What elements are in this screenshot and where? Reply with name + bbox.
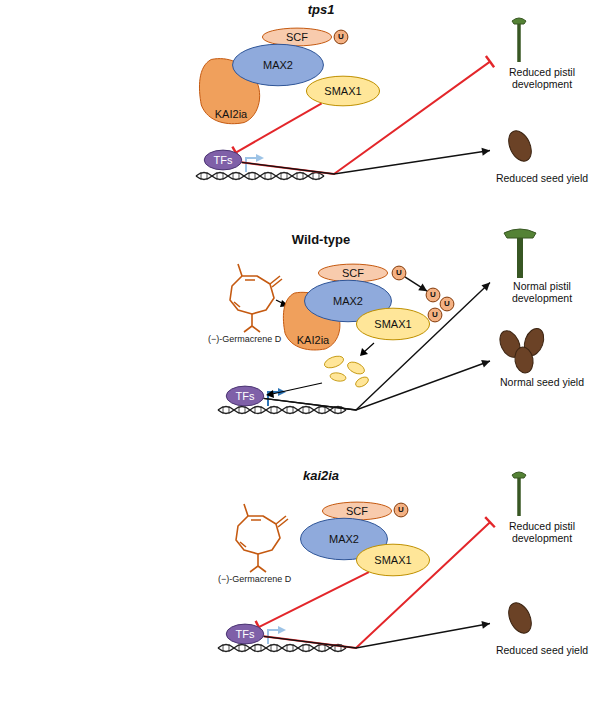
ubiquitin-tag: U — [392, 266, 406, 280]
transcription-factor: TFs — [226, 624, 264, 644]
dna-helix — [196, 172, 324, 180]
scf-protein: SCF — [318, 264, 388, 282]
flower-kai2ia — [16, 489, 112, 696]
seed-outcome-label: Reduced seed yield — [490, 172, 594, 184]
smax1-repressor-label: SMAX1 — [374, 554, 411, 567]
max2-protein-label: MAX2 — [329, 533, 359, 546]
seed-outcome: Normal seed yield — [490, 322, 594, 393]
kai2ia-receptor-label: KAI2ia — [297, 334, 329, 347]
molecule-name: (−)-Germacrene D — [218, 574, 291, 584]
ubiquitin-tag-label: U — [396, 268, 402, 277]
max2-protein-label: MAX2 — [263, 59, 293, 72]
ubiquitin-tag-label: U — [398, 505, 404, 514]
molecule-name: (−)-Germacrene D — [208, 334, 281, 344]
genotype-title: Wild-type — [158, 233, 484, 248]
germacrene-molecule — [230, 264, 282, 332]
degradation-arrows — [266, 343, 374, 398]
transcription-factor: TFs — [226, 386, 264, 406]
cell-ellipse: tps1SCFUKAI2iaMAX2SMAX1TFs — [158, 20, 484, 220]
transcription-factor: TFs — [204, 150, 242, 170]
pistil-outcome-label: Reduced pistil development — [490, 520, 594, 544]
ubiquitin-tag-label: U — [444, 299, 450, 308]
ubiquitin-tag: U — [426, 288, 440, 302]
transcription-factor-label: TFs — [236, 390, 255, 403]
smax1-repressor-label: SMAX1 — [324, 85, 361, 98]
transcription-factor-label: TFs — [236, 628, 255, 641]
cell-ellipse-shape — [158, 250, 484, 462]
activation-arrow — [405, 277, 427, 291]
pistil-outcome-shape — [490, 226, 594, 280]
pistil-outcome: Normal pistil development — [490, 226, 594, 309]
scf-protein: SCF — [262, 28, 332, 46]
cell-ellipse: kai2iaSCFUMAX2SMAX1TFs — [158, 486, 484, 694]
pistil-outcome-label: Normal pistil development — [490, 280, 594, 304]
seed-outcome: Reduced seed yield — [490, 118, 594, 189]
seed-outcome-shape — [490, 118, 594, 172]
genotype-title: tps1 — [158, 3, 484, 18]
ubiquitin-tag: U — [428, 308, 442, 322]
seed-outcome: Reduced seed yield — [490, 590, 594, 661]
smax1-repressor: SMAX1 — [306, 76, 380, 106]
seed-outcome-shape — [490, 322, 594, 376]
scf-protein: SCF — [322, 502, 392, 520]
smax1-fragments — [323, 354, 370, 389]
pistil-outcome-label: Reduced pistil development — [490, 66, 594, 90]
inhibition-connector — [263, 517, 494, 648]
pistil-outcome: Reduced pistil development — [490, 466, 594, 549]
cell-ellipse: Wild-typeSCFUKAI2iaMAX2SMAX1UUUTFs — [158, 250, 484, 462]
seed-outcome-shape — [490, 590, 594, 644]
activation-arrow — [241, 148, 490, 174]
ubiquitin-tag-label: U — [338, 32, 344, 41]
ubiquitin-tag-label: U — [430, 290, 436, 299]
seed-outcome-label: Normal seed yield — [490, 376, 594, 388]
zoom-lines — [86, 44, 200, 676]
scf-protein-label: SCF — [286, 31, 308, 44]
activation-arrow — [263, 360, 490, 410]
transcription-factor-label: TFs — [214, 154, 233, 167]
smax1-repressor: SMAX1 — [356, 544, 430, 576]
smax1-repressor: SMAX1 — [356, 308, 430, 340]
ubiquitin-tag: U — [394, 503, 408, 517]
dna-helix — [218, 406, 346, 414]
max2-protein-label: MAX2 — [333, 295, 363, 308]
pistil-outcome-shape — [490, 466, 594, 520]
pistil-outcome-shape — [490, 12, 594, 66]
cell-ellipse-shape — [158, 486, 484, 694]
ubiquitin-tag: U — [334, 30, 348, 44]
flower-wild-type — [16, 253, 112, 460]
flower-tps1 — [16, 17, 112, 224]
seed-outcome-label: Reduced seed yield — [490, 644, 594, 656]
cell-ellipse-shape — [158, 20, 484, 220]
kai2ia-receptor-label: KAI2ia — [215, 108, 247, 121]
activation-arrow — [263, 621, 490, 648]
scf-protein-label: SCF — [342, 267, 364, 280]
genotype-title: kai2ia — [158, 469, 484, 484]
max2-protein: MAX2 — [232, 44, 324, 86]
smax1-repressor-label: SMAX1 — [374, 318, 411, 331]
ubiquitin-tag-label: U — [432, 310, 438, 319]
ubiquitin-tag: U — [440, 297, 454, 311]
pistil-outcome: Reduced pistil development — [490, 12, 594, 95]
scf-protein-label: SCF — [346, 505, 368, 518]
germacrene-molecule — [236, 504, 288, 572]
